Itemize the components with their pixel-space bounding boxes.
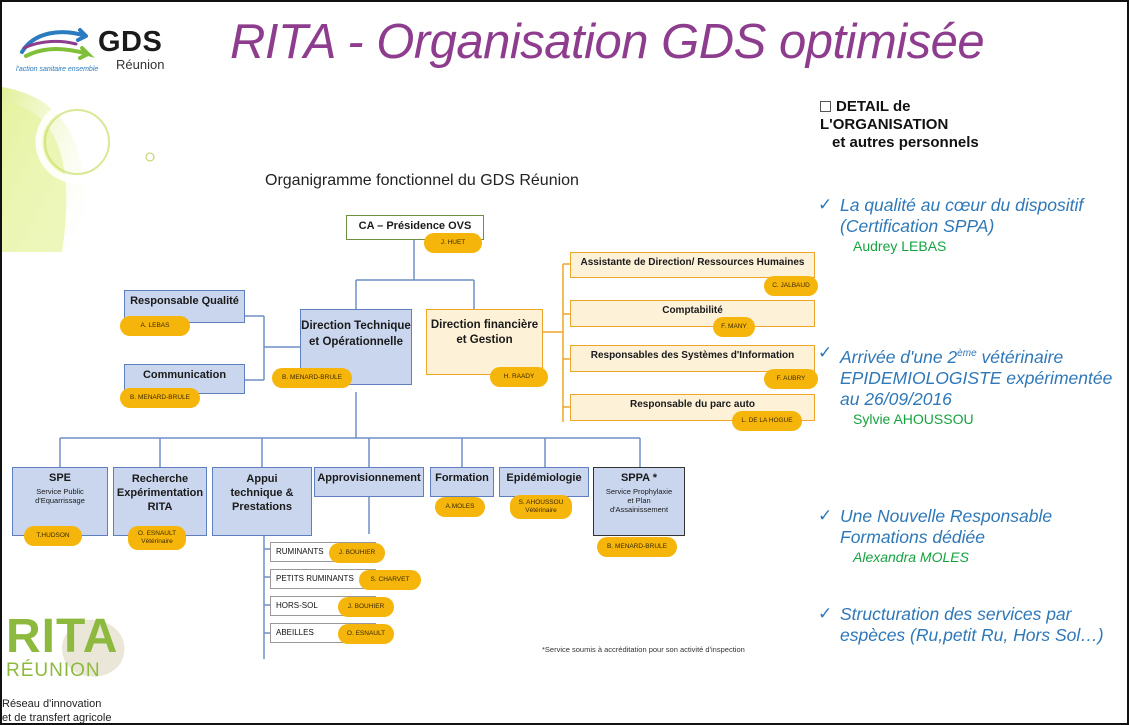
org-box-epidemiologie: Epidémiologie [499,467,589,497]
org-box-label: Responsables des Systèmes d'Information [590,350,795,361]
detail-item-formations: ✓ Une Nouvelle Responsable Formations dé… [818,506,1125,567]
detail-item-text: Structuration des services par espèces (… [840,604,1104,645]
person-pill-epidemiologie: S. AHOUSSOU Vétérinaire [510,495,572,519]
person-pill-ruminants: J. BOUHIER [329,543,385,563]
rita-logo-word: RITA [6,610,119,663]
org-box-sublabel: Service Prophylaxie et Plan d'Assainisse… [605,487,673,515]
reunion-island-icon [62,619,125,677]
person-pill-comptabilite: F. MANY [713,317,755,337]
gds-logo-tagline: l'action sanitaire ensemble [16,66,99,73]
person-pill-systemes-information: F. AUBRY [764,369,818,389]
detail-item-name: Alexandra MOLES [853,549,969,565]
species-label: PETITS RUMINANTS [276,574,354,583]
species-label: RUMINANTS [276,547,324,556]
gds-logo-subtitle: Réunion [116,57,165,72]
detail-item-text: La qualité au cœur du dispositif (Certif… [840,195,1084,236]
species-label: HORS-SOL [276,601,318,610]
org-box-label: Responsable Qualité [130,295,239,307]
person-pill-assistante: C. JALBAUD [764,276,818,296]
person-pill-spe: T.HUDSON [24,526,82,546]
person-pill-formation: A.MOLES [435,497,485,517]
person-pill-petits-ruminants: S. CHARVET [359,570,421,590]
org-box-label: SPE [48,472,71,484]
person-pill-quality: A. LEBAS [120,316,190,336]
person-pill-hors-sol: J. BOUHIER [338,597,394,617]
detail-header-line3: et autres personnels [832,134,979,151]
organigram-footnote: *Service soumis à accréditation pour son… [542,645,745,654]
org-box-label: Epidémiologie [506,472,582,484]
detail-text-sup: ème [957,348,977,359]
org-box-label: Formation [435,472,489,484]
org-box-approvisionnement: Approvisionnement [314,467,424,497]
detail-text-part: Arrivée d'une 2 [840,346,958,367]
org-box-label: Responsable du parc auto [629,399,756,410]
org-box-comptabilite: Comptabilité [570,300,815,327]
org-box-label: CA – Présidence OVS [358,220,472,232]
gds-logo-text: GDS [98,26,163,58]
person-name: S. AHOUSSOU [518,499,564,506]
checkmark-icon: ✓ [818,343,833,362]
person-pill-parc-auto: L. DE LA HOGUE [732,411,802,431]
org-box-label: SPPA * [620,472,658,484]
person-role: Vétérinaire [141,538,173,545]
person-pill-recherche: O. ESNAULT Vétérinaire [128,526,186,550]
detail-header-line2: L'ORGANISATION [820,116,949,133]
org-box-formation: Formation [430,467,494,497]
checkmark-icon: ✓ [818,195,833,214]
detail-header: DETAIL de L'ORGANISATION et autres perso… [820,98,1120,152]
detail-item-name: Sylvie AHOUSSOU [853,410,974,427]
org-box-assistante: Assistante de Direction/ Ressources Huma… [570,252,815,278]
person-pill-ca: J. HUET [424,233,482,253]
person-pill-communication: B. MENARD-BRULE [120,388,200,408]
org-box-label: Direction financière et Gestion [430,319,539,346]
org-box-spe: SPE Service Public d'Equarrissage [12,467,108,536]
gds-arrows-icon [20,28,95,60]
detail-item-text: Une Nouvelle Responsable Formations dédi… [840,506,1053,547]
organigram-title: Organigramme fonctionnel du GDS Réunion [265,172,579,189]
rita-logo-reunion: RÉUNION [6,660,101,681]
org-box-appui: Appui technique & Prestations [212,467,312,536]
org-box-sppa: SPPA * Service Prophylaxie et Plan d'Ass… [593,467,685,536]
org-box-direction-financiere: Direction financière et Gestion [426,309,543,375]
person-role: Vétérinaire [525,507,557,514]
detail-item-structuration: ✓ Structuration des services par espèces… [818,604,1125,646]
person-pill-dto: B. MENARD-BRULE [272,368,352,388]
org-box-label: Appui technique & Prestations [230,473,294,513]
checkbox-bullet-icon [820,101,831,112]
detail-text-part: vétérinaire EPIDEMIOLOGISTE expérimentée… [840,346,1113,409]
org-box-sublabel: Service Public d'Equarrissage [35,487,85,506]
detail-item-text: Arrivée d'une 2ème vétérinaire EPIDEMIOL… [840,343,1125,410]
org-box-label: Comptabilité [662,305,723,316]
detail-item-veterinaire: ✓ Arrivée d'une 2ème vétérinaire EPIDEMI… [818,343,1125,429]
slide-title: RITA - Organisation GDS optimisée [230,15,985,69]
rita-logo-line1: Réseau d'innovation [2,698,102,710]
detail-header-line1: DETAIL de [836,98,911,115]
org-box-recherche: Recherche Expérimentation RITA [113,467,207,536]
green-swoosh-decoration [2,87,155,252]
person-pill-dfg: H. RAADY [490,367,548,387]
org-box-label: Recherche Expérimentation RITA [116,473,204,513]
detail-item-qualite: ✓ La qualité au cœur du dispositif (Cert… [818,195,1125,256]
species-label: ABEILLES [276,628,314,637]
gds-logo: GDS Réunion l'action sanitaire ensemble [16,26,176,86]
org-box-label: Communication [142,369,227,381]
detail-item-name: Audrey LEBAS [853,238,947,254]
checkmark-icon: ✓ [818,506,833,525]
rita-logo: RITA RÉUNION Réseau d'innovation et de t… [2,610,142,724]
org-box-direction-technique: Direction Technique et Opérationnelle [300,309,412,385]
person-name: O. ESNAULT [137,530,177,537]
org-box-systemes-information: Responsables des Systèmes d'Information [570,345,815,372]
checkmark-icon: ✓ [818,604,833,623]
rita-logo-line2: et de transfert agricole [2,712,112,724]
person-pill-abeilles: O. ESNAULT [338,624,394,644]
org-box-label: Approvisionnement [317,472,421,484]
org-box-label: Assistante de Direction/ Ressources Huma… [580,257,805,268]
org-box-label: Direction Technique et Opérationnelle [301,320,411,348]
person-pill-sppa: B. MENARD-BRULE [597,537,677,557]
